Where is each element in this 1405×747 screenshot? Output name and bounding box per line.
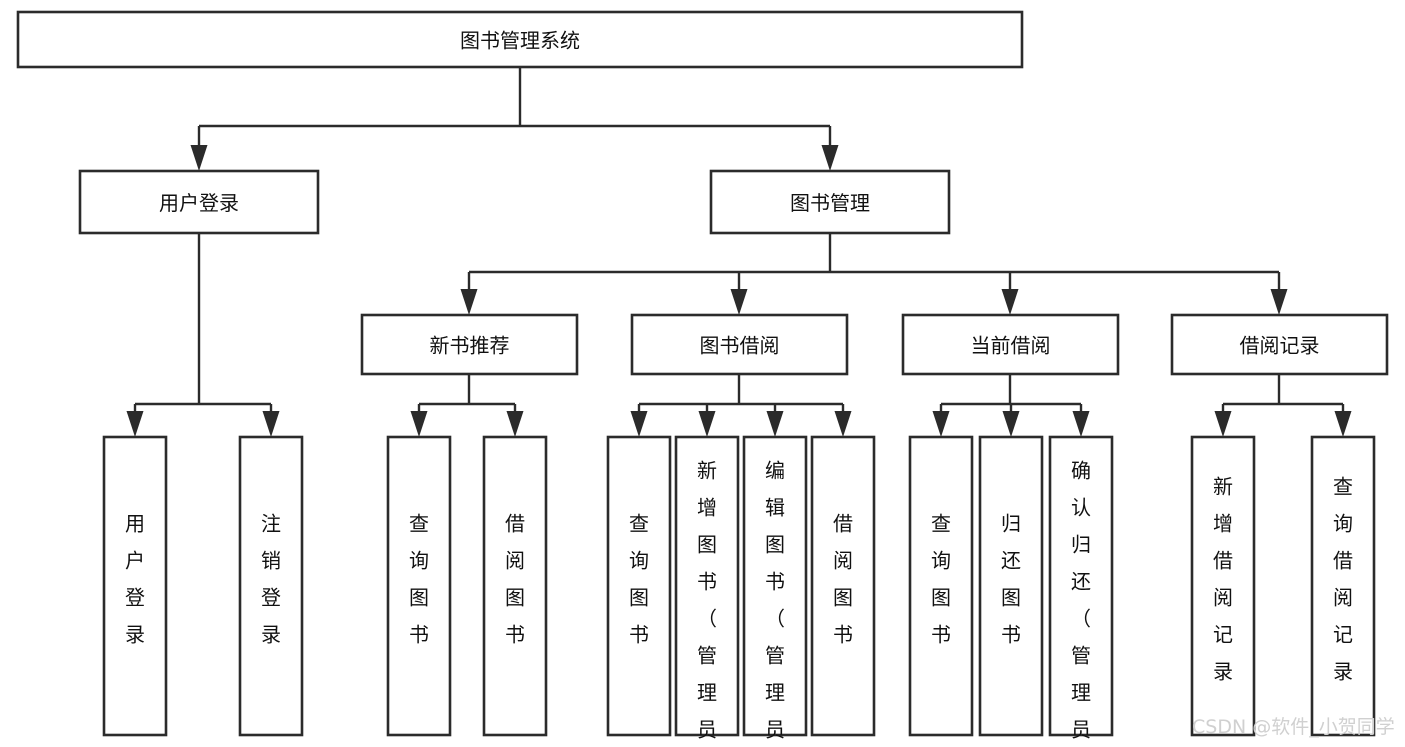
connector-bookmanage-to-tier2 [460,233,1288,315]
node-label-book-borrow: 图书借阅 [700,334,780,358]
node-label-leaf-borrow-book: 借阅图书 [833,512,853,647]
node-label-user-login: 用户登录 [159,191,239,215]
connector-layer [126,67,1352,437]
node-label-leaf-edit-book: 编辑图书（管理员） [765,459,785,747]
node-label-leaf-return-book: 归还图书 [1001,512,1021,647]
node-label-leaf-borrow-book-rec: 借阅图书 [505,512,525,647]
node-leaf-borrow-book-rec[interactable]: 借阅图书 [482,435,548,737]
node-leaf-query-record[interactable]: 查询借阅记录 [1310,435,1376,737]
node-leaf-edit-book[interactable]: 编辑图书（管理员） [742,435,808,747]
node-leaf-return-book[interactable]: 归还图书 [978,435,1044,737]
node-leaf-logout[interactable]: 注销登录 [238,435,304,737]
connector-bookborrow-to-leaves [630,374,852,437]
node-leaf-query-book-rec[interactable]: 查询图书 [386,435,452,737]
node-label-borrow-record: 借阅记录 [1240,334,1320,358]
connector-currentborrow-to-leaves [932,374,1090,437]
node-label-leaf-query-book-rec: 查询图书 [409,512,429,647]
csdn-watermark: CSDN @软件_小贺同学 [1192,716,1395,738]
node-book-borrow[interactable]: 图书借阅 [630,313,849,376]
node-label-book-manage: 图书管理 [790,191,870,215]
node-leaf-add-record[interactable]: 新增借阅记录 [1190,435,1256,737]
node-leaf-confirm-return[interactable]: 确认归还（管理员） [1048,435,1114,747]
node-label-new-book-rec: 新书推荐 [430,334,510,358]
node-label-root: 图书管理系统 [460,29,580,53]
node-label-leaf-query-record: 查询借阅记录 [1333,475,1353,684]
node-label-leaf-user-login: 用户登录 [125,512,145,647]
connector-userlogin-to-leaves [126,233,280,437]
node-borrow-record[interactable]: 借阅记录 [1170,313,1389,376]
node-book-manage[interactable]: 图书管理 [709,169,951,235]
node-leaf-user-login[interactable]: 用户登录 [102,435,168,737]
node-leaf-borrow-book[interactable]: 借阅图书 [810,435,876,737]
node-new-book-rec[interactable]: 新书推荐 [360,313,579,376]
connector-newbookrec-to-leaves [410,374,524,437]
node-label-leaf-query-book-current: 查询图书 [931,512,951,647]
node-root[interactable]: 图书管理系统 [16,10,1024,69]
node-leaf-query-book-current[interactable]: 查询图书 [908,435,974,737]
connector-root-to-tier1 [190,67,839,171]
node-leaf-add-book[interactable]: 新增图书（管理员） [674,435,740,747]
node-current-borrow[interactable]: 当前借阅 [901,313,1120,376]
node-label-leaf-add-record: 新增借阅记录 [1213,475,1233,684]
node-layer: 图书管理系统用户登录图书管理新书推荐图书借阅当前借阅借阅记录用户登录注销登录查询… [16,10,1389,747]
node-label-current-borrow: 当前借阅 [971,334,1051,358]
node-label-leaf-query-book-borrow: 查询图书 [629,512,649,647]
node-leaf-query-book-borrow[interactable]: 查询图书 [606,435,672,737]
node-label-leaf-confirm-return: 确认归还（管理员） [1071,459,1091,747]
connector-borrowrecord-to-leaves [1214,374,1352,437]
node-user-login[interactable]: 用户登录 [78,169,320,235]
node-label-leaf-logout: 注销登录 [261,512,281,647]
node-label-leaf-add-book: 新增图书（管理员） [697,459,717,747]
